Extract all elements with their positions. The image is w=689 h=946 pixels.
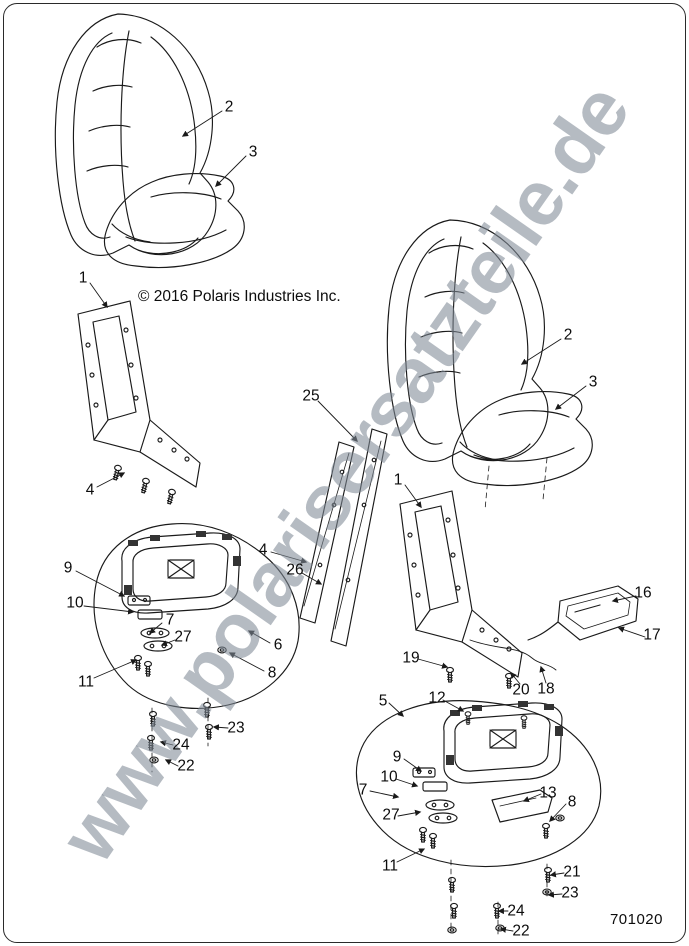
seat-pan-group-left — [93, 522, 300, 709]
callout-20: 20 — [512, 681, 530, 699]
callout-18: 18 — [537, 680, 555, 698]
callout-9: 9 — [392, 748, 402, 766]
mount-rails-right — [299, 428, 388, 647]
seat-cushion-right — [451, 390, 593, 511]
callout-19: 19 — [402, 649, 420, 667]
callout-27: 27 — [382, 806, 400, 824]
seat-pan-group-right — [355, 700, 602, 868]
callout-24: 24 — [172, 736, 190, 754]
part-number: 701020 — [609, 911, 663, 928]
callout-2: 2 — [563, 326, 573, 344]
callout-7: 7 — [165, 611, 175, 629]
copyright-text: © 2016 Polaris Industries Inc. — [138, 288, 341, 305]
callout-17: 17 — [643, 626, 661, 644]
callout-12: 12 — [428, 689, 446, 707]
callout-23: 23 — [561, 884, 579, 902]
callout-4: 4 — [85, 481, 95, 499]
callout-22: 22 — [512, 922, 530, 940]
callout-10: 10 — [380, 768, 398, 786]
callout-5: 5 — [378, 692, 388, 710]
callout-2: 2 — [224, 98, 234, 116]
callout-7: 7 — [358, 781, 368, 799]
callout-25: 25 — [302, 387, 320, 405]
bracket-right — [527, 585, 639, 641]
seat-frame-left — [77, 300, 201, 506]
callout-11: 11 — [381, 857, 399, 875]
hardware-right-bottom — [447, 859, 552, 935]
callout-1: 1 — [78, 269, 88, 287]
callout-6: 6 — [273, 636, 283, 654]
callout-13: 13 — [539, 784, 557, 802]
callout-27: 27 — [174, 628, 192, 646]
callout-16: 16 — [634, 584, 652, 602]
seat-back-left — [54, 13, 217, 256]
callout-21: 21 — [563, 863, 581, 881]
callout-4: 4 — [258, 541, 268, 559]
callout-11: 11 — [77, 673, 95, 691]
callout-1: 1 — [393, 471, 403, 489]
callout-26: 26 — [286, 561, 304, 579]
callout-10: 10 — [66, 594, 84, 612]
callout-8: 8 — [567, 793, 577, 811]
callout-8: 8 — [267, 664, 277, 682]
seat-frame-right — [399, 490, 557, 689]
callout-24: 24 — [507, 902, 525, 920]
leader-lines — [75, 110, 646, 933]
callout-23: 23 — [227, 719, 245, 737]
callout-22: 22 — [177, 757, 195, 775]
callout-3: 3 — [588, 373, 598, 391]
callout-9: 9 — [63, 559, 73, 577]
callout-3: 3 — [248, 143, 258, 161]
hardware-left-bottom — [147, 697, 213, 773]
